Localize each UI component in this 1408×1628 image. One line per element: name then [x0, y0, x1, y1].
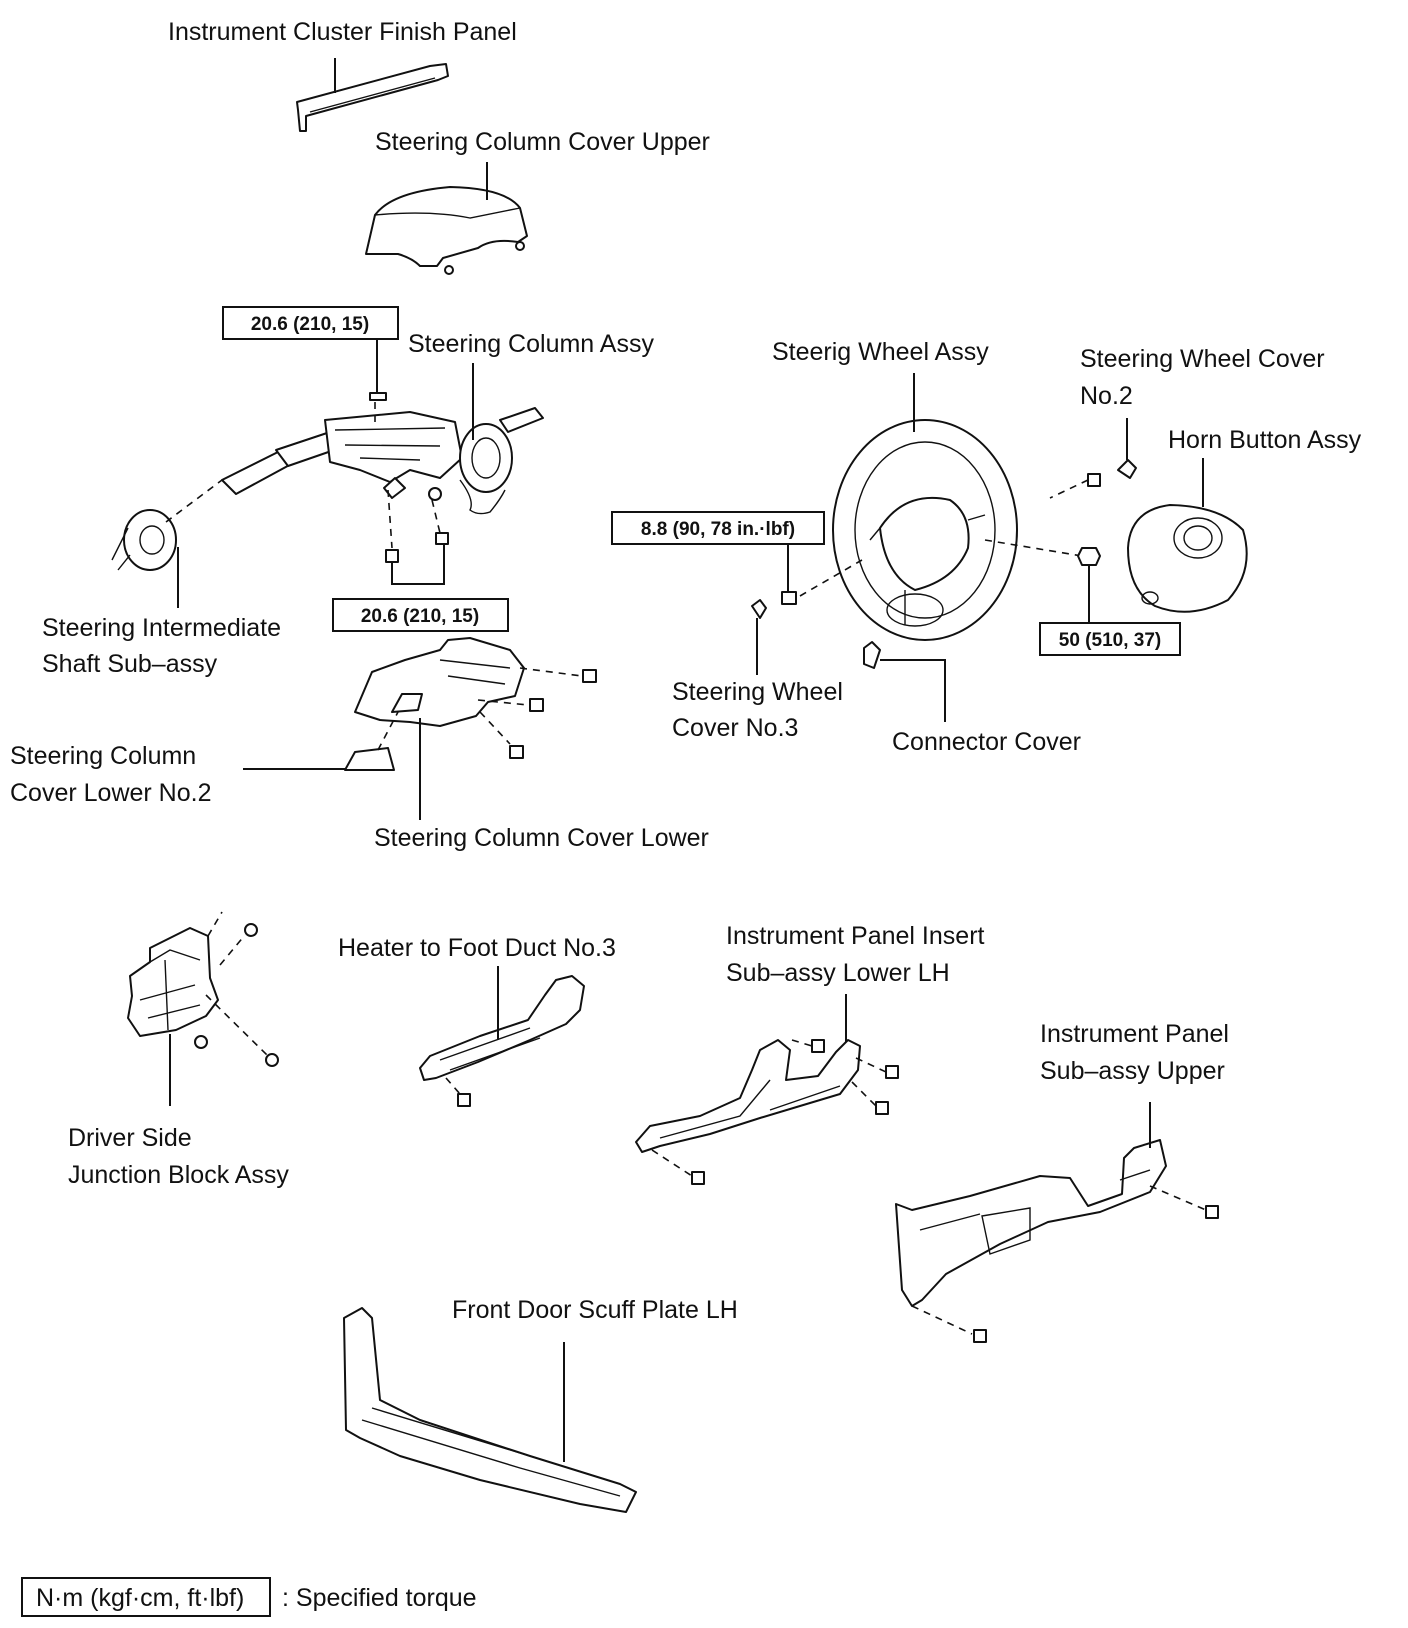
steering-wheel-assy-part — [832, 419, 1018, 641]
label-instrument-cluster-finish-panel: Instrument Cluster Finish Panel — [168, 18, 517, 46]
instrument-panel-insert-part — [635, 1039, 861, 1153]
insert-screw-1-icon — [811, 1039, 825, 1053]
torque-box-wheel-nut: 50 (510, 37) — [1039, 622, 1181, 656]
label-steering-wheel-cover-no3-line2: Cover No.3 — [672, 714, 798, 742]
driver-side-junction-block-part — [127, 927, 219, 1037]
steering-column-assy-part — [221, 407, 544, 515]
label-steering-column-cover-lower-no2-line1: Steering Column — [10, 742, 196, 770]
label-steering-wheel-cover-no3-line1: Steering Wheel — [672, 678, 843, 706]
connector-cover-leader — [880, 659, 946, 722]
label-driver-side-jb-line2: Junction Block Assy — [68, 1161, 289, 1189]
cover-lower-screw-2-icon — [529, 698, 544, 712]
steering-wheel-cover-no3-part — [751, 599, 767, 619]
label-steering-wheel-cover-no2-line1: Steering Wheel Cover — [1080, 345, 1325, 373]
steering-wheel-cover-no2-part — [1117, 459, 1137, 479]
label-horn-button-assy: Horn Button Assy — [1168, 426, 1362, 454]
torque-column-upper-text: 20.6 (210, 15) — [251, 314, 369, 335]
insert-screw-3-icon — [875, 1101, 889, 1115]
torque-box-column-lower: 20.6 (210, 15) — [332, 598, 509, 632]
label-steering-column-cover-lower-no2-line2: Cover Lower No.2 — [10, 779, 211, 807]
steering-column-cover-lower-part — [354, 637, 525, 727]
label-driver-side-jb-line1: Driver Side — [68, 1124, 192, 1152]
steering-column-cover-lower-no2-part — [344, 747, 395, 771]
heater-foot-duct-part — [419, 975, 585, 1081]
insert-screw-2-icon — [885, 1065, 899, 1079]
label-steering-column-cover-upper: Steering Column Cover Upper — [375, 128, 710, 156]
cover-lower-screw-1-icon — [582, 669, 597, 683]
label-instrument-panel-insert-line1: Instrument Panel Insert — [726, 922, 985, 950]
label-steering-intermediate-shaft-line2: Shaft Sub–assy — [42, 650, 218, 678]
panel-upper-screw-1-icon — [1205, 1205, 1219, 1219]
wheel-cover-no2-screw-icon — [1087, 473, 1101, 487]
label-steering-wheel-cover-no2-line2: No.2 — [1080, 382, 1133, 410]
front-door-scuff-plate-part — [343, 1307, 637, 1513]
connector-cover-part — [863, 641, 881, 669]
column-lower-bolt-1-icon — [385, 549, 399, 563]
label-instrument-panel-upper-line2: Sub–assy Upper — [1040, 1057, 1225, 1085]
label-steering-column-cover-lower: Steering Column Cover Lower — [374, 824, 709, 852]
torque-wheel-cover-text: 8.8 (90, 78 in.·lbf) — [641, 519, 795, 540]
steering-intermediate-shaft-part — [111, 509, 177, 571]
instrument-cluster-finish-panel-part — [296, 63, 449, 132]
jb-nut-2-icon — [194, 1035, 208, 1049]
wheel-nut-icon — [1077, 547, 1101, 566]
jb-nut-1-icon — [244, 923, 258, 937]
torque-box-wheel-cover: 8.8 (90, 78 in.·lbf) — [611, 511, 825, 545]
torque-legend: N·m (kgf·cm, ft·lbf) : Specified torque — [21, 1577, 477, 1617]
label-steering-intermediate-shaft-line1: Steering Intermediate — [42, 614, 281, 642]
horn-button-assy-part — [1127, 504, 1248, 613]
label-steering-column-assy: Steering Column Assy — [408, 330, 654, 358]
insert-screw-4-icon — [691, 1171, 705, 1185]
label-steering-wheel-assy: Steerig Wheel Assy — [772, 338, 989, 366]
label-heater-to-foot-duct: Heater to Foot Duct No.3 — [338, 934, 616, 962]
label-front-door-scuff-plate: Front Door Scuff Plate LH — [452, 1296, 738, 1324]
label-instrument-panel-insert-line2: Sub–assy Lower LH — [726, 959, 950, 987]
duct-screw-icon — [457, 1093, 471, 1107]
instrument-panel-upper-part — [895, 1139, 1167, 1307]
torque-column-lower-text: 20.6 (210, 15) — [361, 606, 479, 627]
jb-nut-3-icon — [265, 1053, 279, 1067]
column-lower-bolt-2-icon — [435, 532, 449, 545]
panel-upper-screw-2-icon — [973, 1329, 987, 1343]
label-connector-cover: Connector Cover — [892, 728, 1081, 756]
torque-box-column-upper: 20.6 (210, 15) — [222, 306, 399, 340]
torque-wheel-nut-text: 50 (510, 37) — [1059, 630, 1161, 651]
label-instrument-panel-upper-line1: Instrument Panel — [1040, 1020, 1229, 1048]
cover-lower-screw-3-icon — [509, 745, 524, 759]
legend-description: : Specified torque — [282, 1584, 477, 1612]
wheel-cover-screw-icon — [781, 591, 797, 605]
column-upper-bolt-icon — [369, 392, 387, 401]
legend-unit-box-text: N·m (kgf·cm, ft·lbf) — [36, 1584, 244, 1612]
steering-column-cover-upper-part — [365, 186, 528, 275]
